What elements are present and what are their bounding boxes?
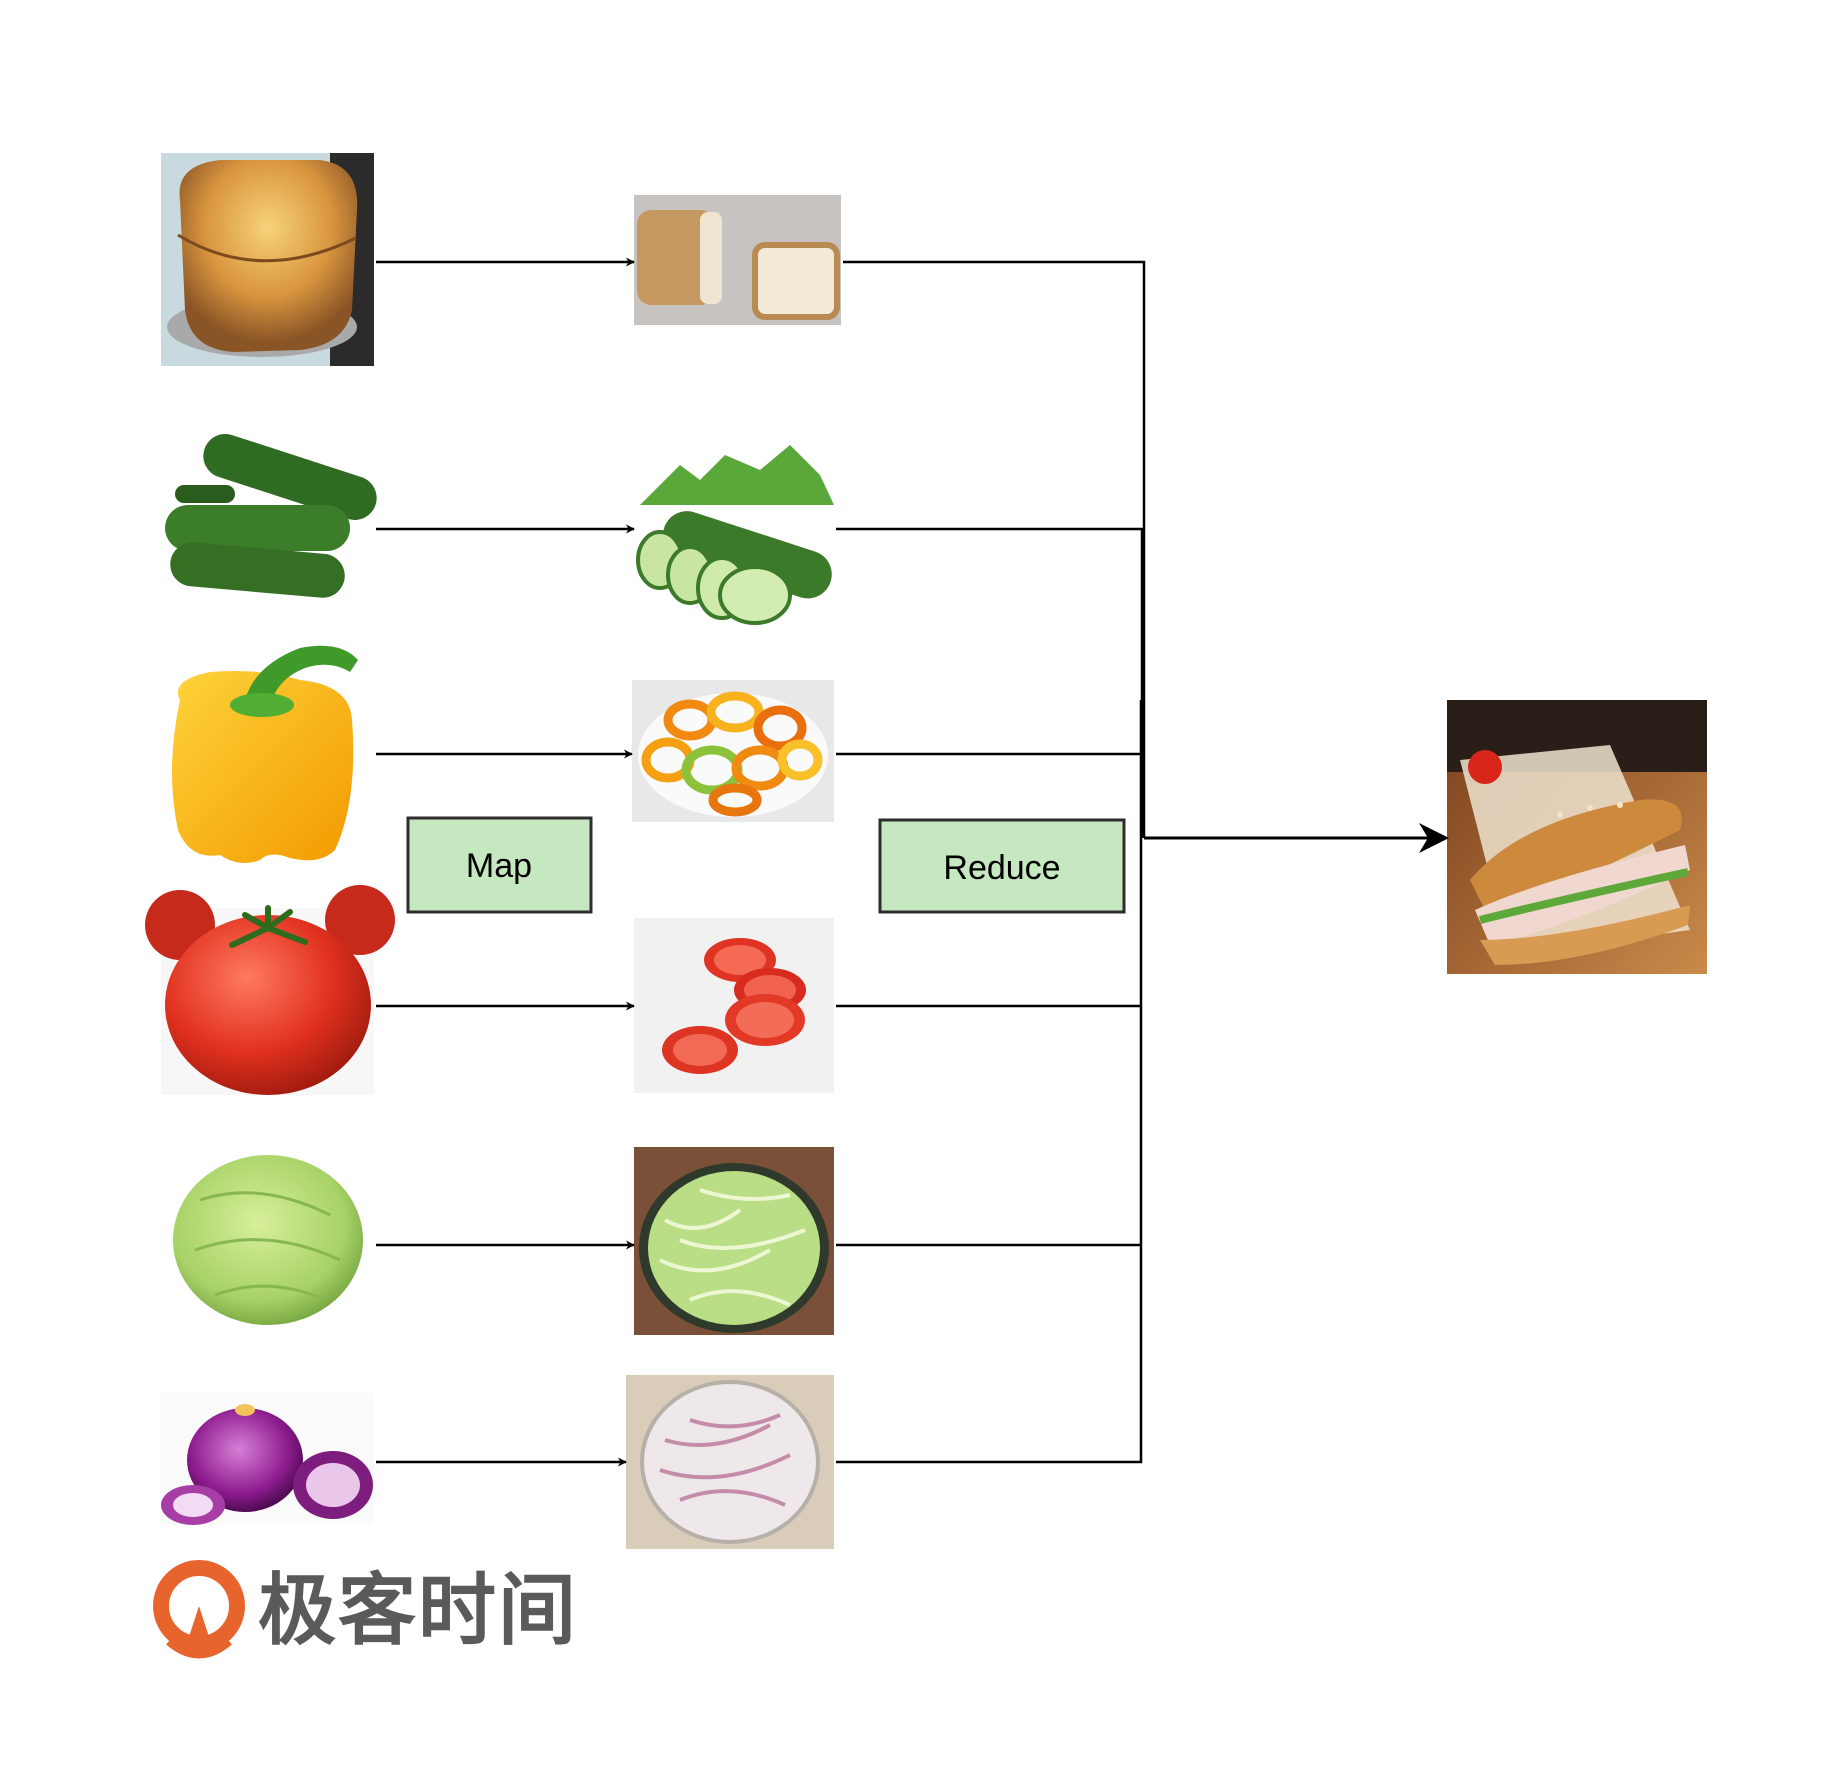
raw-red-onion-image [161, 1393, 374, 1525]
reduce-line-bread [843, 260, 1146, 838]
map-label: Map [466, 847, 532, 885]
reduce-connectors [836, 260, 1449, 1464]
sliced-cucumber-image [634, 430, 834, 625]
geektime-logo: 极客时间 [153, 1560, 578, 1659]
geektime-logo-text: 极客时间 [258, 1566, 578, 1656]
raw-cabbage-image [161, 1145, 374, 1335]
map-arrows [376, 257, 635, 1467]
reduce-box: Reduce [878, 818, 1126, 914]
reduce-line-cucumber [836, 527, 1144, 838]
sliced-bread-image [634, 195, 841, 325]
raw-tomato-image [145, 885, 395, 1095]
reduce-line-onion [836, 700, 1143, 1464]
shredded-cabbage-image [634, 1147, 834, 1335]
raw-bell-pepper-image [161, 640, 374, 868]
map-box: Map [406, 816, 593, 914]
raw-cucumbers-image [161, 410, 377, 620]
sandwich-image [1447, 700, 1707, 974]
pepper-rings-image [632, 680, 834, 822]
raw-bread-image [161, 153, 374, 366]
reduce-label: Reduce [943, 849, 1060, 887]
shredded-onion-image [626, 1375, 834, 1549]
geektime-logo-icon [153, 1560, 245, 1659]
tomato-slices-image [634, 918, 834, 1093]
